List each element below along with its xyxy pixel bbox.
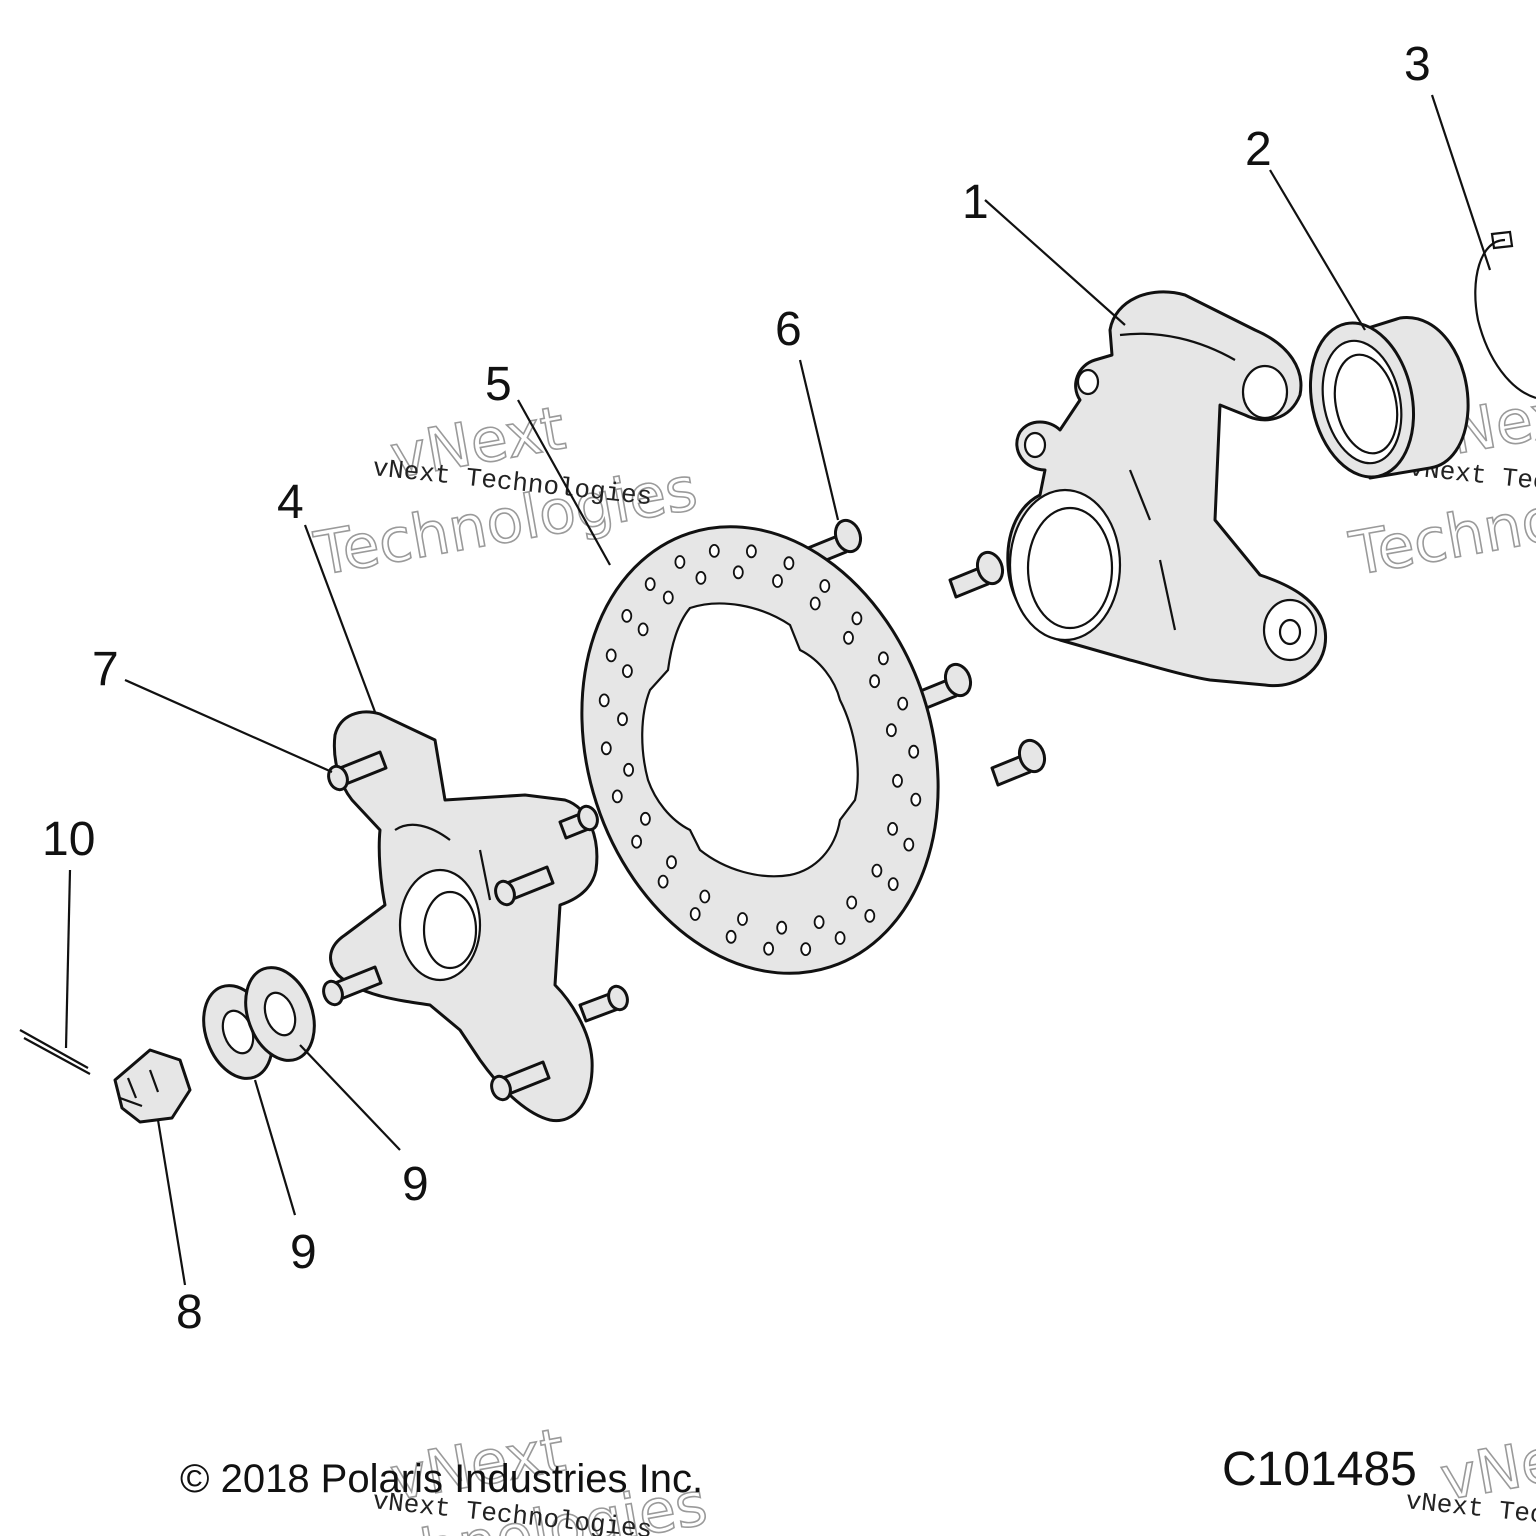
leader-line-10 <box>64 869 72 1049</box>
disc-vent-hole <box>598 693 610 708</box>
leader-lines <box>64 94 1492 1286</box>
part-rivets <box>806 518 1047 787</box>
callout-9-lower: 9 <box>290 1226 317 1279</box>
wheel-stud <box>490 1060 551 1102</box>
disc-vent-hole <box>622 664 633 678</box>
disc-vent-hole <box>783 556 795 571</box>
disc-vent-hole <box>623 762 634 777</box>
watermark-right-edge: vNext Technologies vNext Technologies <box>1344 375 1536 591</box>
disc-vent-hole <box>600 741 612 756</box>
disc-vent-hole <box>689 907 701 921</box>
callouts: 1 2 3 4 5 6 7 8 9 9 10 <box>42 38 1431 1339</box>
disc-vent-hole <box>631 834 642 849</box>
leader-line-3 <box>1430 94 1492 271</box>
wheel-stud <box>578 984 629 1023</box>
wheel-stud <box>322 965 383 1007</box>
leader-line-9b <box>299 1044 401 1151</box>
leader-line-2 <box>1269 169 1366 331</box>
callout-3: 3 <box>1404 38 1431 91</box>
part-cotter-pin <box>19 1029 91 1075</box>
disc-vent-hole <box>772 574 783 588</box>
disc-vent-hole <box>892 773 903 788</box>
disc-vent-hole <box>644 577 656 591</box>
callout-7: 7 <box>92 643 119 696</box>
callout-5: 5 <box>485 358 512 411</box>
washer <box>244 966 316 1062</box>
callout-10: 10 <box>42 813 95 866</box>
disc-vent-hole <box>605 648 617 663</box>
disc-vent-hole <box>776 920 788 935</box>
callout-6: 6 <box>775 303 802 356</box>
disc-vent-hole <box>708 544 720 558</box>
part-knuckle-housing <box>1006 290 1328 688</box>
rivet <box>916 662 973 711</box>
leader-line-1 <box>984 199 1126 326</box>
part-retaining-ring <box>1474 230 1536 400</box>
disc-vent-hole <box>666 855 677 870</box>
disc-vent-hole <box>871 863 883 878</box>
disc-vent-hole <box>695 571 707 585</box>
disc-vent-hole <box>846 895 858 910</box>
disc-vent-hole <box>640 811 651 826</box>
wheel-stud <box>558 804 599 840</box>
disc-vent-hole <box>621 609 633 623</box>
disc-vent-hole <box>851 611 863 626</box>
disc-vent-hole <box>903 837 915 852</box>
disc-vent-hole <box>897 696 909 711</box>
disc-vent-hole <box>725 929 737 944</box>
disc-vent-hole <box>611 789 623 804</box>
callout-4: 4 <box>277 476 304 529</box>
part-wheel-studs <box>322 750 629 1102</box>
leader-line-6 <box>798 359 840 521</box>
disc-vent-hole <box>657 874 669 889</box>
disc-vent-holes <box>598 544 922 956</box>
leader-line-4 <box>303 524 377 713</box>
disc-vent-hole <box>819 579 831 593</box>
disc-vent-hole <box>910 792 922 807</box>
disc-vent-hole <box>813 915 825 929</box>
wheel-stud <box>494 865 555 907</box>
disc-vent-hole <box>834 931 846 945</box>
disc-vent-hole <box>887 822 898 836</box>
disc-vent-hole <box>662 590 674 605</box>
disc-vent-hole <box>886 723 897 738</box>
leader-line-9a <box>253 1079 297 1216</box>
watermark-top-center: vNext Technologies vNext Technologies <box>309 393 703 591</box>
leader-line-7 <box>124 678 333 774</box>
part-washers <box>202 966 316 1080</box>
disc-vent-hole <box>843 630 854 645</box>
leader-line-5 <box>517 399 611 566</box>
disc-vent-hole <box>869 674 880 689</box>
callout-8: 8 <box>176 1286 203 1339</box>
rivet <box>990 738 1047 787</box>
leader-line-8 <box>156 1119 187 1286</box>
disc-vent-hole <box>637 622 649 637</box>
disc-vent-hole <box>864 909 876 923</box>
rivet <box>948 550 1005 599</box>
wheel-stud <box>327 750 388 792</box>
disc-vent-hole <box>800 942 812 956</box>
disc-vent-hole <box>674 555 686 569</box>
disc-vent-hole <box>763 941 774 956</box>
figure-code: C101485 <box>1222 1443 1417 1496</box>
disc-vent-hole <box>809 596 821 611</box>
disc-vent-hole <box>737 912 748 926</box>
part-brake-disc <box>580 525 940 975</box>
part-castle-nut <box>113 1048 192 1124</box>
watermark-bottom-right: vNext vNext Technologies <box>1404 1415 1536 1536</box>
disc-vent-hole <box>887 877 899 891</box>
disc-vent-hole <box>746 544 757 559</box>
callout-9-upper: 9 <box>402 1158 429 1211</box>
disc-vent-hole <box>617 712 628 727</box>
disc-vent-hole <box>908 744 920 759</box>
callout-1: 1 <box>962 176 989 229</box>
disc-vent-hole <box>732 565 744 580</box>
disc-vent-hole <box>878 651 889 666</box>
callout-2: 2 <box>1245 123 1272 176</box>
copyright-text: © 2018 Polaris Industries Inc. <box>180 1457 703 1501</box>
disc-vent-hole <box>699 889 711 904</box>
part-wheel-bearing <box>1308 316 1470 480</box>
